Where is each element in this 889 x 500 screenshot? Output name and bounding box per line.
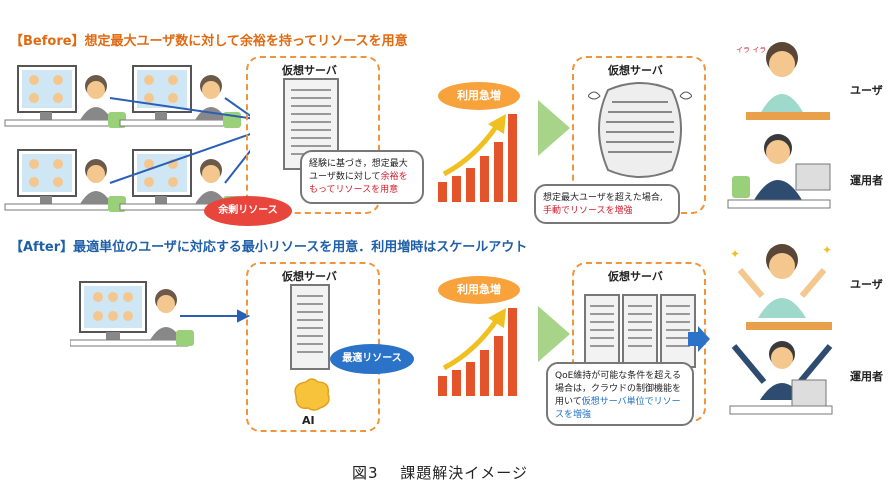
before-surge-oval: 利用急増 <box>438 82 520 110</box>
after-server-label: 仮想サーバ <box>282 270 337 283</box>
after-transition-arrow <box>538 306 570 362</box>
after-scaleout-bubble: QoE維持が可能な条件を超える場合は，クラウドの制御機能を用いて仮想サーバ単位で… <box>546 362 694 426</box>
before-server-bubble: 経験に基づき，想定最大ユーザ数に対して余裕をもってリソースを用意 <box>300 150 424 204</box>
server-unit-3 <box>660 294 696 368</box>
operator-figure-before <box>727 134 831 209</box>
before-server-box <box>246 56 380 214</box>
after-surge-oval: 利用急増 <box>438 276 520 304</box>
before-bubble2-text-red: 手動でリソースを増強 <box>543 206 633 216</box>
svg-text:✦: ✦ <box>730 247 740 261</box>
before-heading: 【Before】想定最大ユーザ数に対して余裕を持ってリソースを用意 <box>10 34 408 49</box>
before-overload-bubble: 想定最大ユーザを超えた場合, 手動でリソースを増強 <box>534 184 680 224</box>
after-bubble-text: QoE維持が可能な条件を超える場合は，クラウドの制御機能を用いて <box>555 371 682 407</box>
before-surge-chart <box>438 114 517 202</box>
after-people-illustration: ✦ ✦ <box>729 243 833 415</box>
happy-operator-figure <box>729 341 833 415</box>
ai-brain-icon <box>294 378 330 411</box>
figure-caption: 図3 課題解決イメージ <box>352 464 529 482</box>
server-unit-2 <box>622 294 658 368</box>
before-server-label: 仮想サーバ <box>282 64 337 77</box>
svg-text:✦: ✦ <box>822 243 832 257</box>
before-role-user: ユーザ <box>850 84 883 97</box>
before-bubble-text-red: 余裕をもってリソースを用意 <box>309 172 408 195</box>
before-role-operator: 運用者 <box>850 174 883 187</box>
surplus-resource-oval: 余剰リソース <box>204 196 292 226</box>
scaled-servers-icon <box>584 294 696 368</box>
after-role-operator: 運用者 <box>850 370 883 383</box>
ai-label: AI <box>302 414 315 427</box>
after-connection-arrow <box>180 309 250 323</box>
pc-user-group-2 <box>119 65 241 128</box>
overloaded-server-icon <box>588 82 692 178</box>
before-people-illustration: イラ イラ <box>727 42 831 209</box>
after-output-arrow <box>688 326 710 352</box>
irritation-text: イラ イラ <box>736 46 766 54</box>
after-heading: 【After】最適単位のユーザに対応する最小リソースを用意．利用増時はスケールア… <box>10 240 528 255</box>
after-scaled-server-label: 仮想サーバ <box>608 270 663 283</box>
after-bubble-text-blue: 仮想サーバ単位でリソースを増強 <box>555 397 681 420</box>
after-surge-chart <box>438 308 517 396</box>
pc-user-group-3 <box>4 149 126 212</box>
before-transition-arrow <box>538 100 570 156</box>
after-user-illustration <box>70 281 250 347</box>
after-server-icon <box>290 284 330 370</box>
before-bubble2-text: 想定最大ユーザを超えた場合, <box>543 193 663 203</box>
frustrated-user-figure <box>746 42 830 120</box>
happy-user-figure: ✦ ✦ <box>730 243 832 330</box>
pc-user-group-after <box>70 281 194 347</box>
before-users-illustration <box>4 65 250 212</box>
optimal-resource-oval: 最適リソース <box>330 344 414 374</box>
after-role-user: ユーザ <box>850 278 883 291</box>
before-connection-arrows <box>109 97 250 184</box>
pc-user-group-1 <box>4 65 126 128</box>
server-unit-1 <box>584 294 620 368</box>
before-bubble-text: 経験に基づき，想定最大ユーザ数に対して <box>309 159 408 182</box>
before-overloaded-server-label: 仮想サーバ <box>608 64 663 77</box>
